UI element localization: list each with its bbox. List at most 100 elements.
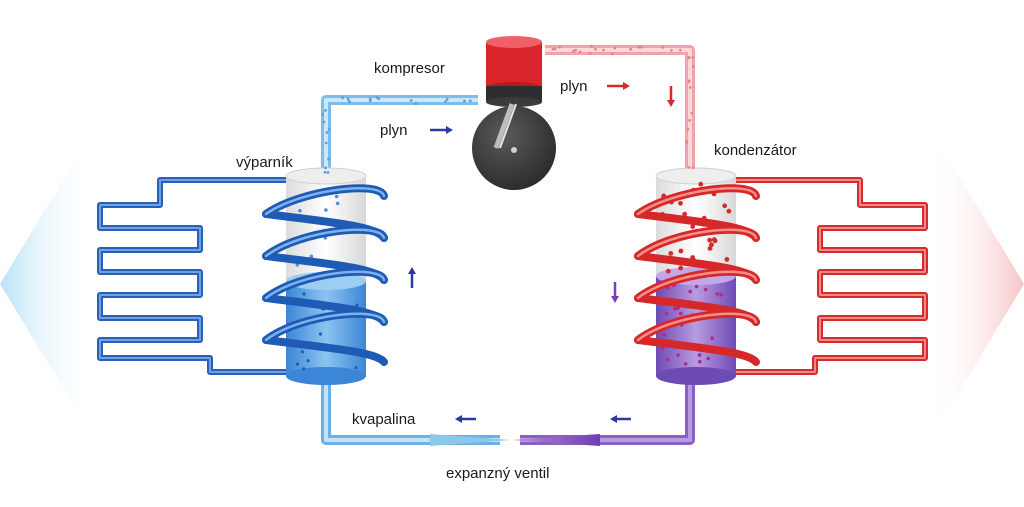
cold-gas-pipe bbox=[321, 95, 478, 180]
refrigerant-dot bbox=[572, 49, 575, 53]
refrigerant-dot bbox=[377, 97, 381, 101]
refrigerant-dot bbox=[688, 86, 692, 89]
cold-side-arrow bbox=[0, 128, 95, 440]
refrigerant-dot bbox=[678, 200, 683, 206]
refrigerant-dot bbox=[298, 208, 302, 213]
refrigerant-dot bbox=[679, 311, 683, 316]
refrigerant-dot bbox=[578, 50, 582, 54]
refrigerant-dot bbox=[309, 254, 314, 259]
refrigerant-dot bbox=[368, 99, 372, 103]
refrigerant-dot bbox=[574, 48, 577, 52]
compressor-label: kompresor bbox=[374, 60, 445, 77]
refrigerant-dot bbox=[306, 359, 310, 363]
refrigerant-dot bbox=[709, 242, 714, 248]
refrigerant-dot bbox=[302, 292, 306, 296]
refrigerant-dot bbox=[660, 346, 665, 351]
refrigerant-dot bbox=[295, 362, 299, 366]
refrigerant-dot bbox=[355, 303, 359, 307]
refrigerant-dot bbox=[683, 362, 688, 366]
refrigerant-dot bbox=[673, 307, 677, 311]
evaporator-spiral bbox=[262, 184, 388, 366]
refrigerant-dot bbox=[445, 97, 449, 101]
condenser-spiral bbox=[634, 184, 760, 366]
refrigerant-dot bbox=[670, 49, 673, 52]
expansion-valve-label: expanzný ventil bbox=[446, 465, 549, 482]
refrigerant-dot bbox=[685, 140, 689, 143]
refrigerant-dot bbox=[551, 47, 555, 51]
refrigerant-dot bbox=[690, 224, 696, 230]
refrigerant-dot bbox=[409, 99, 413, 102]
refrigerant-dot bbox=[602, 48, 605, 52]
refrigerant-dot bbox=[686, 127, 690, 131]
refrigerant-dot bbox=[715, 292, 720, 296]
refrigerant-dot bbox=[326, 171, 330, 174]
refrigerant-dot bbox=[327, 157, 330, 161]
refrigerant-dot bbox=[324, 166, 327, 170]
refrigerant-dot bbox=[302, 367, 306, 371]
refrigerant-dot bbox=[637, 45, 641, 49]
refrigerant-dot bbox=[318, 332, 323, 336]
refrigerant-dot bbox=[334, 194, 339, 199]
gas-label-left: plyn bbox=[380, 122, 408, 139]
arrow-up-icon bbox=[408, 267, 416, 288]
arrow-right-icon bbox=[607, 82, 630, 90]
refrigerant-dot bbox=[706, 356, 710, 361]
refrigerant-dot bbox=[324, 141, 328, 145]
liquid-pipe-cold bbox=[321, 378, 500, 445]
refrigerant-dot bbox=[444, 100, 447, 104]
liquid-label: kvapalina bbox=[352, 411, 416, 428]
refrigerant-dot bbox=[694, 284, 699, 289]
refrigerant-dot bbox=[324, 208, 328, 212]
refrigerant-dot bbox=[414, 102, 418, 106]
refrigerant-dot bbox=[678, 265, 684, 271]
refrigerant-dot bbox=[722, 203, 728, 209]
refrigerant-dot bbox=[691, 65, 695, 68]
refrigerant-dot bbox=[662, 333, 666, 337]
refrigerant-dot bbox=[691, 56, 695, 59]
refrigerant-dot bbox=[668, 251, 674, 256]
refrigerant-dot bbox=[469, 99, 472, 103]
refrigerant-dot bbox=[698, 359, 702, 364]
refrigerant-dot bbox=[698, 181, 704, 187]
hot-gas-pipe bbox=[545, 45, 695, 178]
hot-side-arrow bbox=[930, 128, 1024, 440]
refrigerant-dot bbox=[665, 268, 671, 274]
refrigerant-dot bbox=[611, 52, 614, 56]
refrigerant-dot bbox=[691, 166, 695, 170]
refrigerant-dot bbox=[347, 100, 351, 104]
refrigerant-dot bbox=[354, 366, 358, 370]
refrigerant-dot bbox=[324, 109, 327, 112]
refrigerant-dot bbox=[707, 237, 713, 243]
refrigerant-dot bbox=[335, 201, 340, 206]
refrigerant-dot bbox=[300, 350, 304, 354]
liquid-pipe-hot bbox=[520, 378, 695, 445]
refrigerant-dot bbox=[640, 45, 643, 49]
refrigerant-dot bbox=[703, 287, 708, 292]
refrigerant-dot bbox=[678, 248, 684, 254]
refrigerant-dot bbox=[322, 120, 326, 124]
refrigerant-dot bbox=[710, 336, 714, 341]
refrigerant-dot bbox=[682, 211, 688, 217]
refrigerant-dot bbox=[661, 46, 664, 49]
arrow-left-icon bbox=[455, 415, 476, 423]
refrigerant-dot bbox=[688, 289, 692, 294]
refrigerant-dot bbox=[665, 357, 670, 362]
compressor bbox=[472, 36, 556, 190]
arrow-left-icon bbox=[610, 415, 631, 423]
refrigerant-dot bbox=[679, 48, 682, 52]
refrigerant-dot bbox=[323, 170, 327, 174]
refrigerant-dot bbox=[341, 96, 344, 100]
refrigerant-dot bbox=[719, 293, 723, 297]
refrigerant-dot bbox=[321, 113, 325, 116]
refrigerant-dot bbox=[327, 128, 331, 131]
refrigerant-dot bbox=[463, 99, 466, 103]
refrigerant-dot bbox=[724, 257, 730, 262]
refrigerant-dot bbox=[590, 44, 593, 48]
flow-arrows bbox=[408, 82, 675, 423]
refrigerant-dot bbox=[676, 353, 680, 357]
refrigerant-dot bbox=[613, 46, 617, 50]
refrigerant-dot bbox=[697, 353, 702, 357]
refrigerant-dot bbox=[711, 237, 717, 243]
refrigerant-dot bbox=[707, 246, 713, 251]
